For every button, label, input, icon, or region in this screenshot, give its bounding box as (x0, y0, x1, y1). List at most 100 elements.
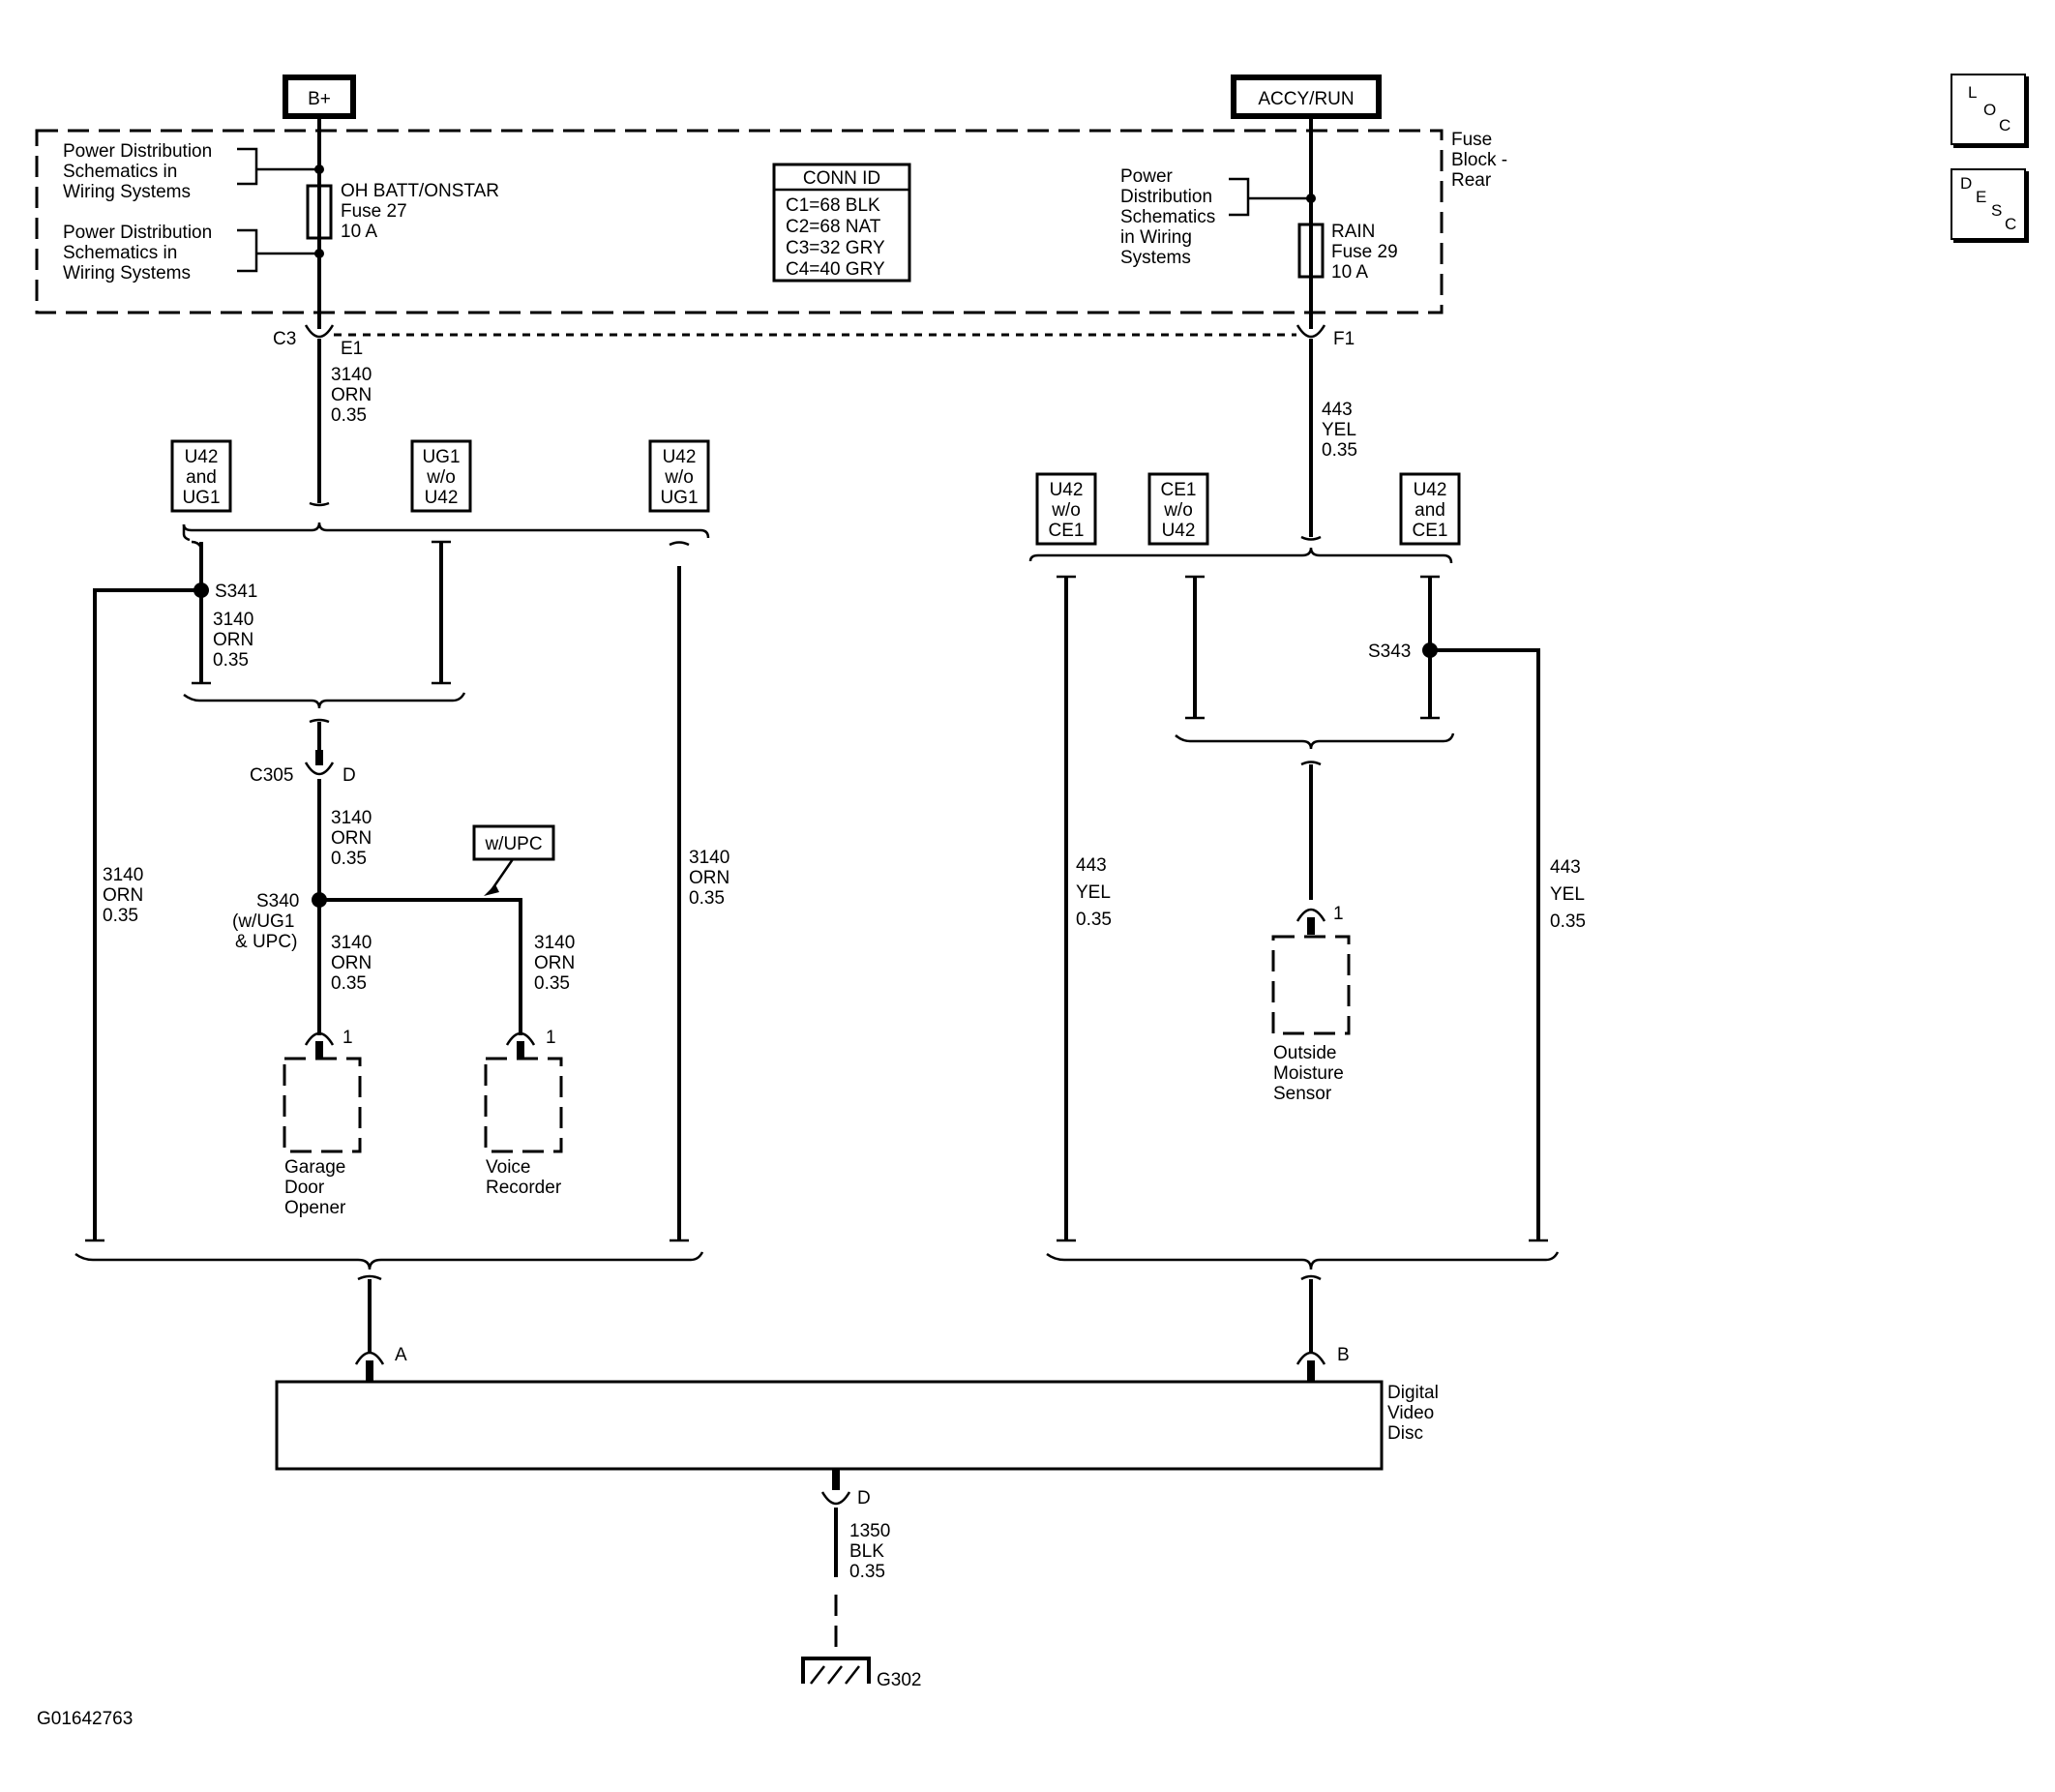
svg-text:B+: B+ (308, 89, 331, 109)
desc-button[interactable]: D E S C (1951, 168, 2026, 240)
svg-text:Outside: Outside (1273, 1043, 1336, 1063)
loc-letter-l: L (1968, 83, 1978, 102)
svg-text:U42: U42 (1162, 521, 1196, 541)
option-ce1-wo-u42: CE1 w/o U42 (1147, 472, 1209, 546)
garage-door-opener-label: Garage Door Opener (284, 1157, 346, 1218)
svg-text:Power: Power (1120, 166, 1174, 187)
svg-text:0.35: 0.35 (331, 973, 367, 994)
wire-label-443-f1: 443 YEL 0.35 (1322, 400, 1357, 461)
svg-text:ORN: ORN (103, 885, 143, 906)
ground-g302-symbol (801, 1657, 871, 1685)
loc-button[interactable]: L O C (1951, 74, 2026, 145)
svg-text:10 A: 10 A (1331, 262, 1368, 283)
svg-text:Schematics: Schematics (1120, 207, 1215, 227)
conn-id-table: CONN ID C1=68 BLK C2=68 NAT C3=32 GRY C4… (772, 163, 911, 283)
svg-text:C3=32 GRY: C3=32 GRY (786, 238, 885, 258)
wire-label-3140-c3: 3140 ORN 0.35 (331, 365, 372, 426)
svg-text:0.35: 0.35 (331, 849, 367, 869)
option-ug1-wo-u42: UG1 w/o U42 (410, 439, 472, 513)
splice-s343-label: S343 (1368, 642, 1411, 662)
svg-text:UG1: UG1 (182, 488, 220, 508)
power-source-bplus: B+ (283, 75, 356, 119)
svg-text:Schematics in: Schematics in (63, 162, 177, 182)
svg-text:CE1: CE1 (1413, 521, 1448, 541)
connector-dvd-d-label: D (857, 1488, 871, 1508)
voice-recorder-label: Voice Recorder (486, 1157, 562, 1198)
svg-text:w/o: w/o (1163, 500, 1193, 521)
connector-c305-label: C305 (250, 765, 293, 786)
svg-text:CE1: CE1 (1161, 480, 1197, 500)
svg-text:OH BATT/ONSTAR: OH BATT/ONSTAR (341, 181, 499, 201)
svg-text:3140: 3140 (331, 365, 372, 385)
voice-recorder-component (484, 1057, 563, 1153)
wire-label-3140-s341: 3140 ORN 0.35 (213, 610, 253, 671)
svg-text:1: 1 (546, 1028, 556, 1048)
svg-text:0.35: 0.35 (1076, 910, 1112, 930)
svg-text:(w/UG1: (w/UG1 (232, 911, 294, 932)
svg-text:1: 1 (342, 1028, 353, 1048)
svg-text:3140: 3140 (331, 808, 372, 828)
svg-text:Digital: Digital (1387, 1383, 1439, 1403)
svg-text:C2=68 NAT: C2=68 NAT (786, 217, 881, 237)
svg-text:w/UPC: w/UPC (484, 834, 542, 854)
wire-label-3140-voice: 3140 ORN 0.35 (534, 933, 575, 994)
svg-text:Video: Video (1387, 1403, 1434, 1423)
svg-text:0.35: 0.35 (849, 1562, 885, 1582)
option-u42-and-ce1: U42 and CE1 (1399, 472, 1461, 546)
power-distribution-label-lower: Power Distribution Schematics in Wiring … (63, 223, 212, 284)
figure-id: G01642763 (37, 1709, 133, 1729)
svg-text:Systems: Systems (1120, 248, 1191, 268)
svg-text:ACCY/RUN: ACCY/RUN (1258, 89, 1354, 109)
svg-text:1350: 1350 (849, 1521, 890, 1541)
power-distribution-label-right: Power Distribution Schematics in Wiring … (1120, 166, 1215, 268)
loc-letter-c: C (1999, 116, 2011, 134)
svg-text:Door: Door (284, 1178, 325, 1198)
svg-text:CE1: CE1 (1049, 521, 1085, 541)
loc-letter-o: O (1983, 101, 1997, 119)
svg-text:3140: 3140 (689, 848, 730, 868)
svg-text:in Wiring: in Wiring (1120, 227, 1192, 248)
power-source-accy-run: ACCY/RUN (1231, 75, 1382, 119)
svg-text:Power Distribution: Power Distribution (63, 223, 212, 243)
svg-text:3140: 3140 (103, 865, 143, 885)
svg-text:0.35: 0.35 (331, 405, 367, 426)
desc-letter-s: S (1991, 201, 2003, 220)
option-wupc: w/UPC (472, 824, 555, 861)
svg-text:Schematics in: Schematics in (63, 243, 177, 263)
desc-letter-c: C (2005, 215, 2017, 233)
digital-video-disc-label: Digital Video Disc (1387, 1383, 1439, 1444)
svg-text:3140: 3140 (331, 933, 372, 953)
svg-text:ORN: ORN (534, 953, 575, 973)
fuse-block-label: Fuse Block - Rear (1451, 130, 1507, 191)
svg-text:Disc: Disc (1387, 1423, 1423, 1444)
option-u42-wo-ug1: U42 w/o UG1 (648, 439, 710, 513)
svg-text:ORN: ORN (331, 828, 372, 849)
outside-moisture-sensor-component (1271, 935, 1351, 1035)
svg-text:ORN: ORN (331, 385, 372, 405)
connector-e1-label: E1 (341, 339, 363, 359)
power-distribution-label-upper: Power Distribution Schematics in Wiring … (63, 141, 212, 202)
svg-text:w/o: w/o (664, 467, 694, 488)
svg-text:0.35: 0.35 (1322, 440, 1357, 461)
svg-text:Rear: Rear (1451, 170, 1492, 191)
svg-text:ORN: ORN (213, 630, 253, 650)
svg-text:0.35: 0.35 (534, 973, 570, 994)
svg-text:and: and (186, 467, 217, 488)
svg-text:Block -: Block - (1451, 150, 1507, 170)
svg-text:Power Distribution: Power Distribution (63, 141, 212, 162)
svg-text:0.35: 0.35 (103, 906, 138, 926)
wire-label-3140-garage: 3140 ORN 0.35 (331, 933, 372, 994)
svg-text:w/o: w/o (426, 467, 456, 488)
desc-letter-d: D (1960, 174, 1973, 193)
svg-text:BLK: BLK (849, 1541, 884, 1562)
wire-label-3140-right-outer: 3140 ORN 0.35 (689, 848, 730, 909)
connector-c3-label: C3 (273, 329, 296, 349)
option-u42-and-ug1: U42 and UG1 (170, 439, 232, 513)
svg-text:Fuse: Fuse (1451, 130, 1492, 150)
svg-text:U42: U42 (185, 447, 219, 467)
svg-text:RAIN: RAIN (1331, 222, 1375, 242)
desc-letter-e: E (1976, 188, 1987, 206)
fuse-block-rear-outline (35, 129, 1444, 314)
digital-video-disc-component (275, 1380, 1384, 1471)
svg-text:CONN ID: CONN ID (803, 168, 880, 189)
